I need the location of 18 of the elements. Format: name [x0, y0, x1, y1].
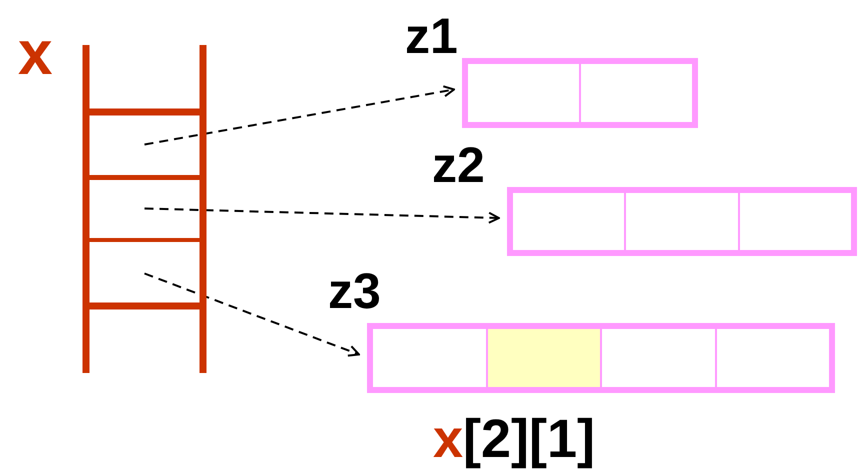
- array-cell: [512, 192, 626, 251]
- array-cell: [486, 328, 601, 388]
- index-expression: x: [433, 409, 464, 469]
- array-name: z2: [432, 140, 485, 190]
- pointer-arrow: [144, 85, 455, 146]
- array-name: x: [18, 23, 52, 85]
- array-cell: [467, 63, 580, 123]
- array-cell: [738, 192, 852, 251]
- pointer-arrow: [144, 208, 500, 224]
- array-cell: [580, 63, 693, 123]
- array-name: z1: [405, 11, 458, 61]
- pointer-arrow: [144, 272, 360, 357]
- array-cell: [716, 328, 830, 388]
- array-cell: [625, 192, 739, 251]
- array-name: z3: [328, 266, 381, 316]
- array-cell: [601, 328, 716, 388]
- array-cell: [372, 328, 486, 388]
- index-expression: [2][1]: [463, 409, 596, 469]
